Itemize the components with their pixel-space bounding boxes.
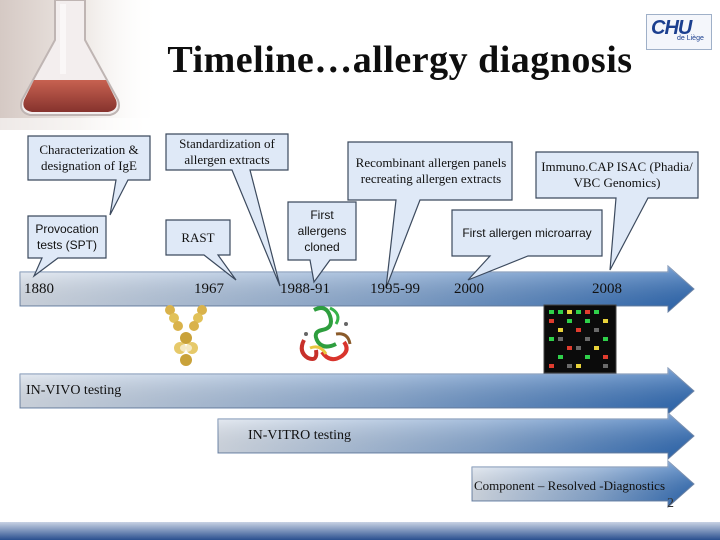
in-vivo-label: IN-VIVO testing [26, 383, 121, 399]
callout-immunocap: Immuno.CAP ISAC (Phadia/ VBC Genomics) [538, 154, 696, 196]
antibody-icon [165, 305, 207, 366]
page-number: 2 [667, 496, 674, 512]
callout-spt: Provocation tests (SPT) [30, 218, 104, 256]
protein-structure-icon [302, 308, 350, 359]
year-1880: 1880 [24, 281, 54, 298]
year-1967: 1967 [194, 281, 224, 298]
year-2008: 2008 [592, 281, 622, 298]
year-1988-91: 1988-91 [280, 281, 330, 298]
in-vitro-label: IN-VITRO testing [248, 428, 351, 444]
year-1995-99: 1995-99 [370, 281, 420, 298]
footer-band [0, 522, 720, 540]
callout-recombinant: Recombinant allergen panels recreating a… [352, 144, 510, 198]
callout-cloned: First allergens cloned [290, 204, 354, 258]
callout-microarray: First allergen microarray [456, 212, 598, 254]
component-label: Component – Resolved -Diagnostics [474, 478, 665, 494]
microarray-icon [544, 305, 616, 373]
year-2000: 2000 [454, 281, 484, 298]
callout-rast: RAST [168, 222, 228, 253]
callout-standardization: Standardization of allergen extracts [168, 136, 286, 168]
callout-ige: Characterization & designation of IgE [30, 137, 148, 179]
